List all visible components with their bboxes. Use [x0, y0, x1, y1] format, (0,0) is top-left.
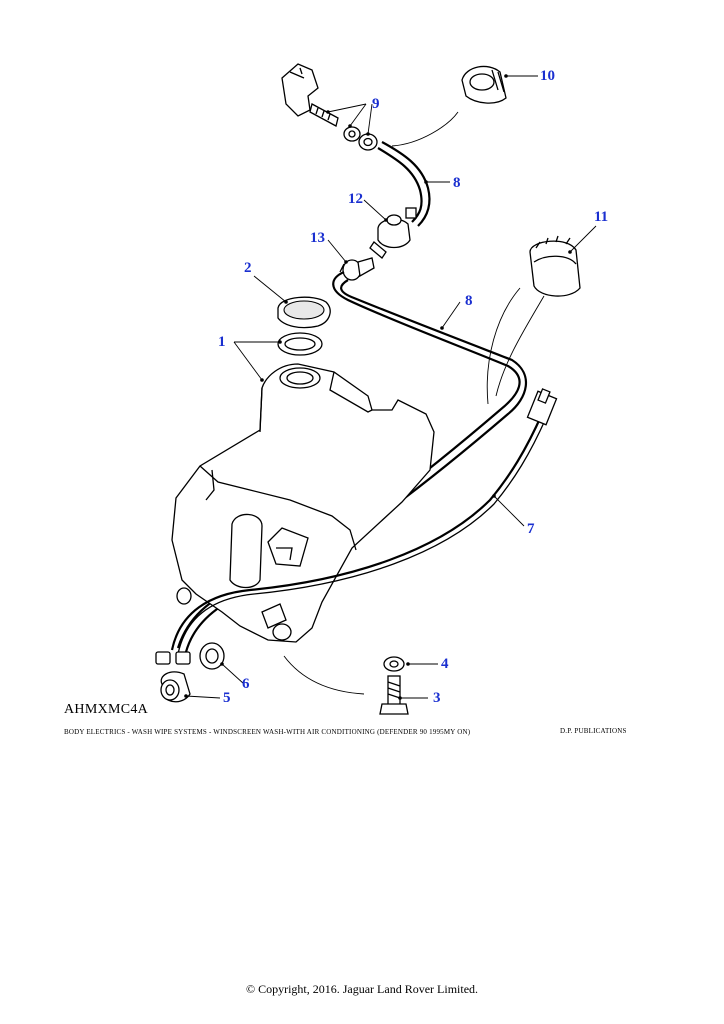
- callout-8-upper: 8: [453, 175, 461, 191]
- callout-3: 3: [433, 690, 441, 706]
- seal-part-1: [277, 332, 323, 356]
- callout-7: 7: [527, 521, 535, 537]
- copyright-notice: © Copyright, 2016. Jaguar Land Rover Lim…: [245, 982, 479, 996]
- non-return-valve-part-12: [369, 214, 411, 259]
- strap-part-11: [529, 235, 581, 297]
- filler-cap-part-2: [277, 296, 331, 329]
- publisher-label: D.P. PUBLICATIONS: [560, 727, 627, 735]
- bolt-part-3: [379, 675, 409, 715]
- hose-part-8-upper: [377, 141, 431, 227]
- washer-reservoir: [171, 363, 435, 643]
- callout-8-lower: 8: [465, 293, 473, 309]
- callout-leaders: [184, 74, 597, 700]
- parts-diagram: [155, 63, 597, 715]
- callout-2: 2: [244, 260, 252, 276]
- callout-1: 1: [218, 334, 226, 350]
- callout-11: 11: [594, 209, 609, 225]
- callout-6: 6: [242, 676, 250, 692]
- harness-part-7: [170, 388, 558, 655]
- figure-caption: BODY ELECTRICS - WASH WIPE SYSTEMS - WIN…: [64, 728, 471, 736]
- callout-13: 13: [310, 230, 325, 246]
- washer-jet-nozzle: [281, 63, 339, 127]
- hose-clip-part-10: [461, 65, 507, 104]
- washers-part-9: [343, 126, 378, 151]
- nut-part-4: [383, 656, 405, 672]
- callout-9: 9: [372, 96, 380, 112]
- washer-pump-part-5: [155, 651, 191, 703]
- grommet-part-6: [199, 642, 225, 670]
- connector-part-13: [339, 257, 375, 281]
- callout-10: 10: [540, 68, 555, 84]
- callout-4: 4: [441, 656, 449, 672]
- figure-reference: AHMXMC4A: [64, 702, 149, 717]
- callout-12: 12: [348, 191, 363, 207]
- callout-5: 5: [223, 690, 231, 706]
